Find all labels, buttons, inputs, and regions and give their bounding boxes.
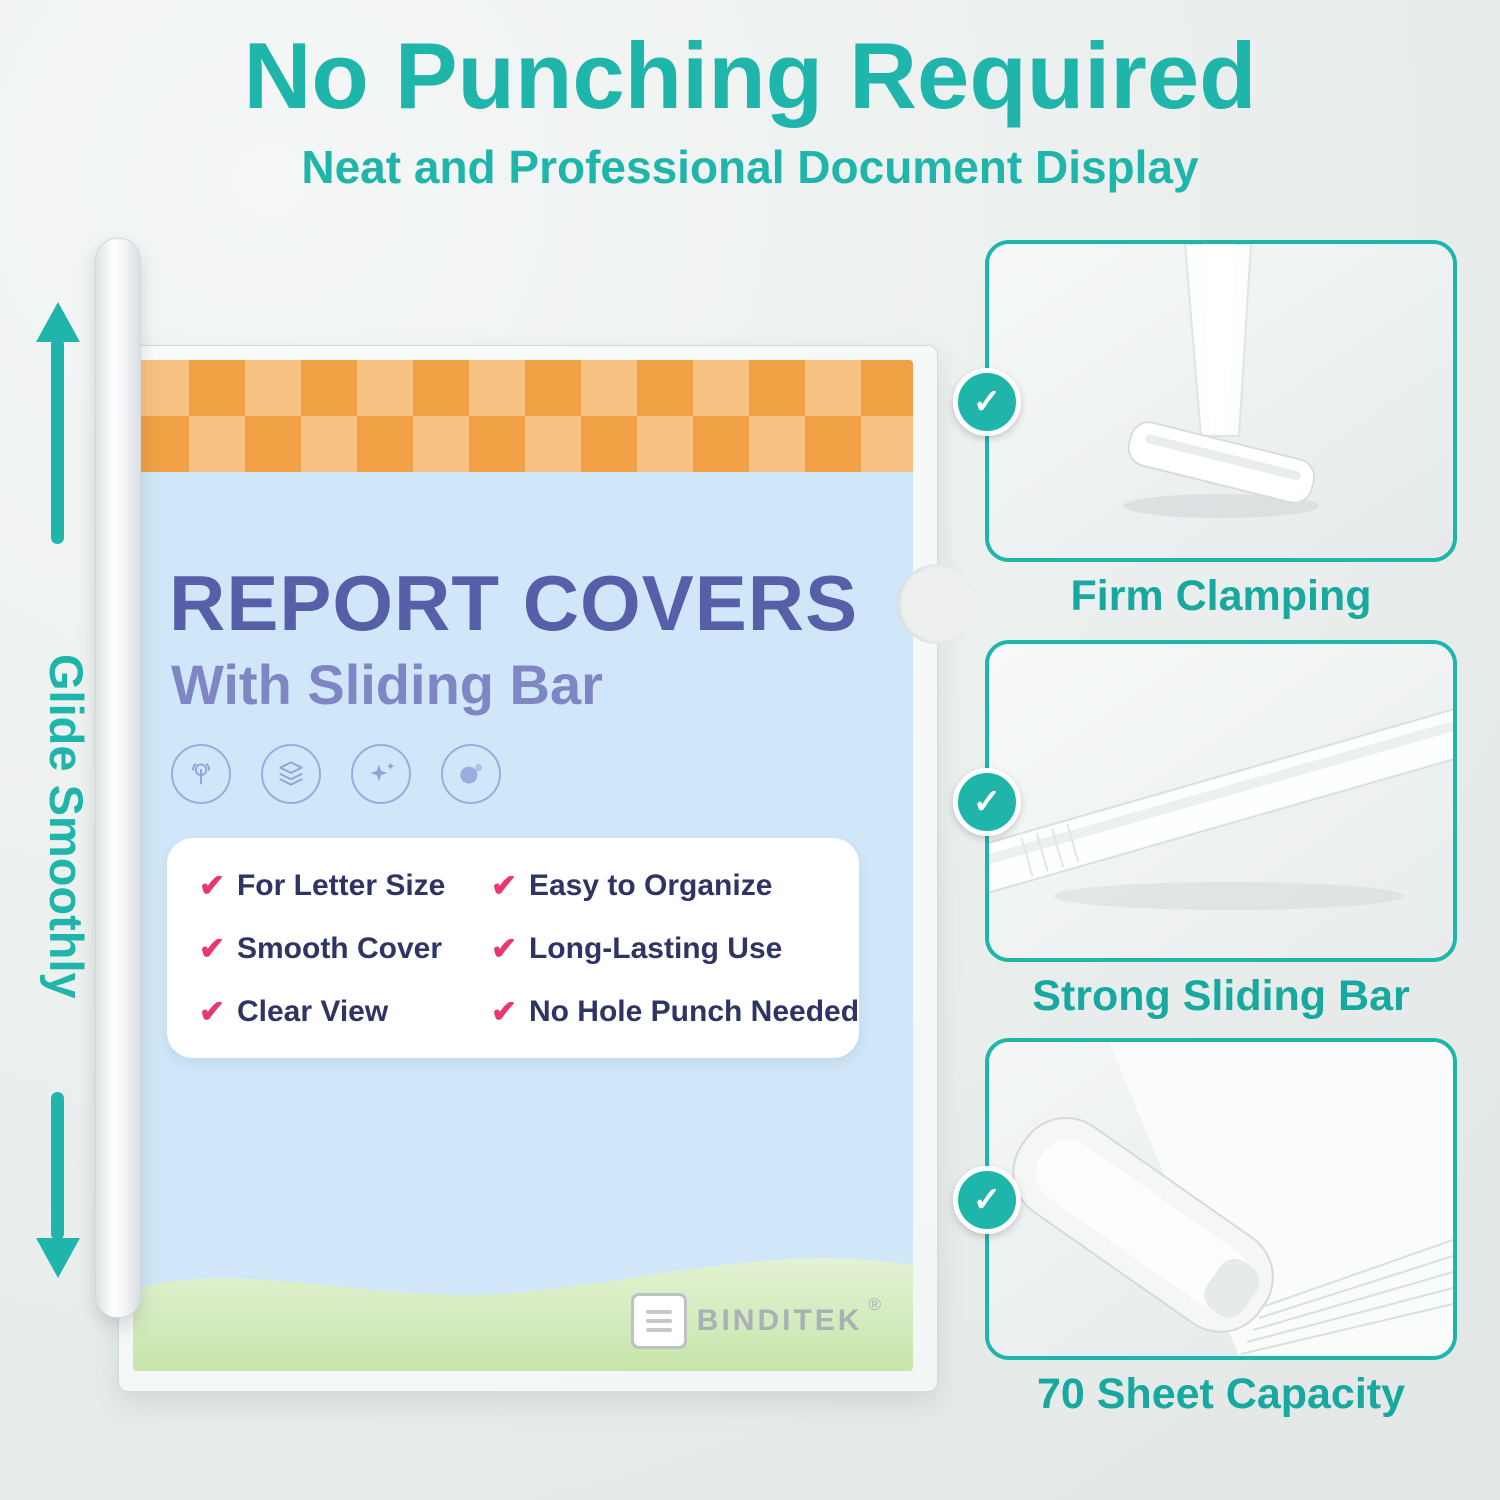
cover-subtitle: With Sliding Bar: [171, 653, 603, 716]
check-icon: ✔: [199, 994, 225, 1029]
check-glyph: ✓: [972, 383, 1002, 421]
registered-trademark: ®: [868, 1295, 881, 1314]
brand-name: BINDITEK: [696, 1304, 863, 1337]
glide-up-arrow-shaft: [51, 338, 64, 544]
touch-icon: [171, 744, 231, 804]
glide-smoothly-label: Glide Smoothly: [40, 653, 93, 999]
feature-item: ✔ Smooth Cover: [199, 931, 491, 967]
feature-label: No Hole Punch Needed: [528, 995, 860, 1028]
feature-item: ✔ For Letter Size: [199, 868, 491, 904]
report-cover: REPORT COVERS With Sliding Bar: [118, 345, 977, 1392]
feature-label: For Letter Size: [236, 869, 446, 902]
cover-title: REPORT COVERS: [169, 559, 859, 647]
glide-up-arrow-icon: [36, 302, 80, 342]
feature-label: Easy to Organize: [528, 869, 773, 902]
feature-list: ✔ For Letter Size ✔ Easy to Organize ✔ S…: [199, 868, 859, 1030]
check-icon: ✔: [491, 868, 517, 903]
sheet-capacity-photo: [989, 1042, 1453, 1356]
thumb-notch: [897, 564, 977, 644]
firm-clamping-photo: [989, 244, 1453, 558]
brand-logo-icon: [630, 1293, 687, 1349]
feature-item: ✔ Easy to Organize: [491, 868, 859, 904]
feature-item: ✔ Clear View: [199, 994, 491, 1030]
cover-printed-sheet: REPORT COVERS With Sliding Bar: [133, 360, 913, 1371]
check-glyph: ✓: [972, 783, 1002, 821]
callout-card-firm-clamping: [985, 240, 1457, 562]
caption-strong-sliding-bar: Strong Sliding Bar: [1032, 972, 1410, 1020]
brand-logo: BINDITEK ®: [630, 1293, 885, 1349]
header: No Punching Required Neat and Profession…: [0, 22, 1500, 194]
caption-sheet-capacity: 70 Sheet Capacity: [1036, 1370, 1406, 1418]
feature-item: ✔ Long-Lasting Use: [491, 931, 859, 967]
glide-down-arrow-shaft: [51, 1092, 64, 1240]
callout-card-strong-sliding-bar: [985, 640, 1457, 962]
green-wave: [133, 1258, 913, 1371]
subtitle: Neat and Professional Document Display: [301, 141, 1199, 193]
check-icon: ✔: [491, 994, 517, 1029]
layers-icon: [261, 744, 321, 804]
caption-firm-clamping: Firm Clamping: [1070, 572, 1372, 620]
cover-icon-row: [171, 744, 501, 804]
sliding-bar-photo: [989, 644, 1453, 958]
sparkle-icon: [351, 744, 411, 804]
check-badge: ✓: [953, 368, 1021, 436]
check-icon: ✔: [199, 931, 225, 966]
callout-card-sheet-capacity: [985, 1038, 1457, 1360]
feature-label: Long-Lasting Use: [528, 932, 783, 965]
main-title: No Punching Required: [243, 23, 1257, 128]
blob-icon: [441, 744, 501, 804]
glide-down-arrow-icon: [36, 1238, 80, 1278]
check-glyph: ✓: [972, 1181, 1002, 1219]
feature-label: Smooth Cover: [236, 932, 443, 965]
check-badge: ✓: [953, 768, 1021, 836]
feature-item: ✔ No Hole Punch Needed: [491, 994, 859, 1030]
sliding-bar: [95, 238, 141, 1318]
check-icon: ✔: [199, 868, 225, 903]
check-icon: ✔: [491, 931, 517, 966]
feature-label: Clear View: [236, 995, 389, 1028]
checkerboard-band: [133, 360, 913, 472]
check-badge: ✓: [953, 1166, 1021, 1234]
feature-box: ✔ For Letter Size ✔ Easy to Organize ✔ S…: [167, 838, 859, 1058]
